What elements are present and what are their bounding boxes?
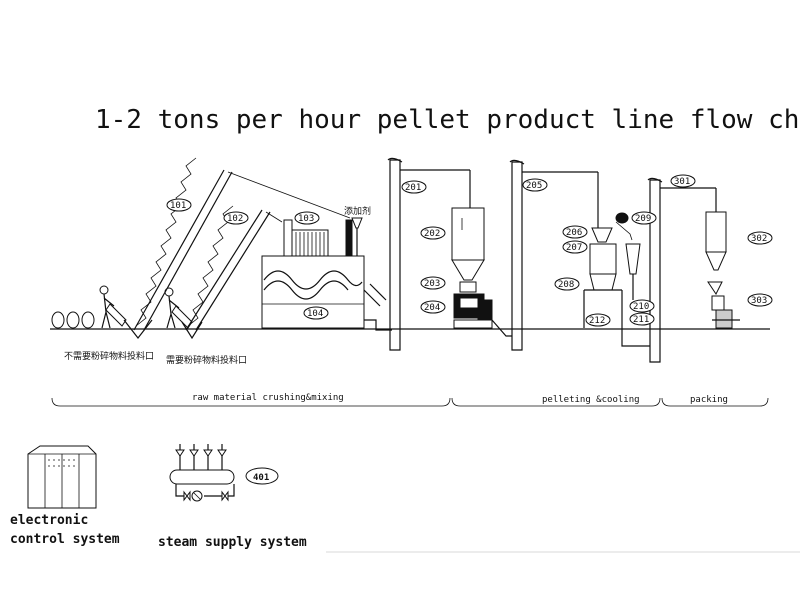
tag-101: 101 [166,198,192,212]
intake-pit-1 [123,319,153,339]
svg-text:212: 212 [589,316,605,326]
svg-text:202: 202 [424,229,440,239]
diagram-title: 1-2 tons per hour pellet product line fl… [95,105,800,135]
section-brace-crushing [51,397,451,407]
tag-103: 103 [294,211,320,225]
crush-inlet-label: 需要粉碎物料投料口 [166,354,247,366]
tag-209: 209 [631,211,657,225]
additive-label: 添加剂 [344,205,371,217]
svg-text:206: 206 [566,228,582,238]
additive-feeder [345,217,363,257]
svg-text:201: 201 [405,183,421,193]
svg-text:208: 208 [558,280,574,290]
svg-text:211: 211 [633,315,649,325]
cooler-208 [583,227,623,328]
svg-text:104: 104 [307,309,323,319]
section-brace-pelleting [451,397,661,407]
svg-text:210: 210 [633,302,649,312]
tag-210: 210 [629,299,655,313]
pellet-mill-204 [453,281,493,329]
tag-401: 401 [245,467,279,485]
tag-212: 212 [585,313,611,327]
worker-figure-2 [164,287,193,329]
tag-205: 205 [522,178,548,192]
tag-211: 211 [629,312,655,326]
tag-206: 206 [562,225,588,239]
tag-201: 201 [401,180,427,194]
svg-text:102: 102 [227,214,243,224]
tag-302: 302 [747,231,773,245]
bucket-elevator-102 [185,205,283,331]
silo-202 [451,207,485,281]
elevator-205 [491,159,599,351]
section-label-crushing: raw material crushing&mixing [192,393,344,403]
no-crush-inlet-label: 不需要粉碎物料投料口 [64,350,154,362]
tag-203: 203 [420,276,446,290]
svg-text:401: 401 [253,473,269,483]
mixer-discharge [363,283,392,331]
packing-scale-303 [707,281,740,329]
tag-301: 301 [670,174,696,188]
section-label-pelleting: pelleting &cooling [542,395,640,405]
cyclone-209 [615,212,641,300]
tag-207: 207 [562,240,588,254]
tag-102: 102 [223,211,249,225]
electronic-control-cabinet [27,445,97,509]
tag-208: 208 [554,277,580,291]
svg-text:207: 207 [566,243,582,253]
packing-silo-302 [705,211,727,271]
elevator-301 [647,177,717,363]
svg-text:302: 302 [751,234,767,244]
tag-104: 104 [303,306,329,320]
electronic-control-label-line2: control system [10,532,120,547]
svg-text:301: 301 [674,177,690,187]
worker-figure-1 [99,285,127,329]
raw-material-bags [51,311,95,329]
section-label-packing: packing [690,395,728,405]
intake-pit-2 [181,321,203,340]
crusher-103 [283,219,329,261]
svg-text:101: 101 [170,201,186,211]
cooler-to-packing-pipe [621,328,650,347]
svg-text:103: 103 [298,214,314,224]
svg-text:303: 303 [751,296,767,306]
svg-text:205: 205 [526,181,542,191]
svg-text:204: 204 [424,303,440,313]
svg-text:203: 203 [424,279,440,289]
steam-supply-schematic [169,444,235,502]
tag-204: 204 [420,300,446,314]
electronic-control-label-line1: electronic [10,513,88,528]
steam-supply-label: steam supply system [158,535,307,550]
section-brace-packing [661,397,769,407]
elevator-201 [387,157,471,351]
bucket-elevator-101 [133,157,351,331]
tag-303: 303 [747,293,773,307]
svg-text:209: 209 [635,214,651,224]
tag-202: 202 [420,226,446,240]
